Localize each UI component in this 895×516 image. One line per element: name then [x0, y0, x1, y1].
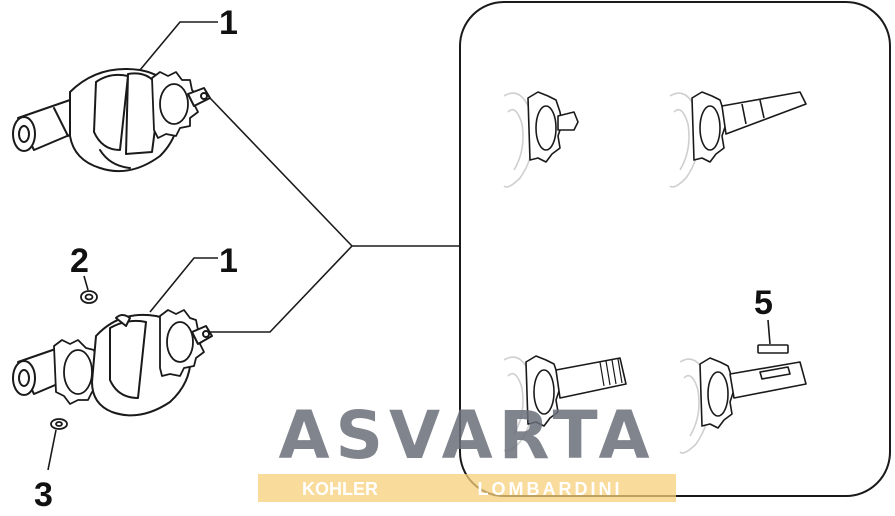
crankshaft-bottom-drawing: [12, 309, 213, 417]
part-2-ring: [80, 290, 98, 304]
callout-1-top: 1: [219, 4, 238, 42]
leader-line-1-top: [139, 21, 218, 71]
connector-top: [209, 97, 460, 247]
callout-1-bottom: 1: [219, 242, 238, 280]
connector-bottom: [210, 245, 353, 333]
variant-taper: [669, 91, 807, 188]
leader-line-2: [83, 275, 89, 291]
leader-line-3: [47, 429, 57, 471]
watermark-text: ASVARTA: [278, 397, 655, 474]
crank-gear-top: [151, 71, 199, 139]
crank-front-gear: [53, 339, 101, 405]
part-3-plug: [50, 418, 68, 430]
watermark-banner: [258, 474, 676, 502]
crank-gear-bottom: [159, 309, 205, 377]
callout-2: 2: [70, 242, 89, 280]
callout-5: 5: [754, 284, 773, 322]
variant-short-stub: [503, 91, 579, 188]
part-5-key: [757, 344, 789, 354]
leader-line-5: [767, 319, 771, 345]
watermark-brand-right: LOMBARDINI: [478, 479, 623, 499]
leader-lines: [47, 21, 771, 471]
leader-line-1-bottom: [149, 257, 218, 313]
watermark-brand-left: KOHLER: [302, 479, 378, 499]
variant-threaded: [503, 355, 627, 452]
crankshaft-top-drawing: [12, 68, 211, 173]
variant-keyed: [679, 357, 807, 454]
watermark: ASVARTA KOHLER LOMBARDINI: [258, 397, 676, 502]
callout-3: 3: [34, 476, 53, 514]
